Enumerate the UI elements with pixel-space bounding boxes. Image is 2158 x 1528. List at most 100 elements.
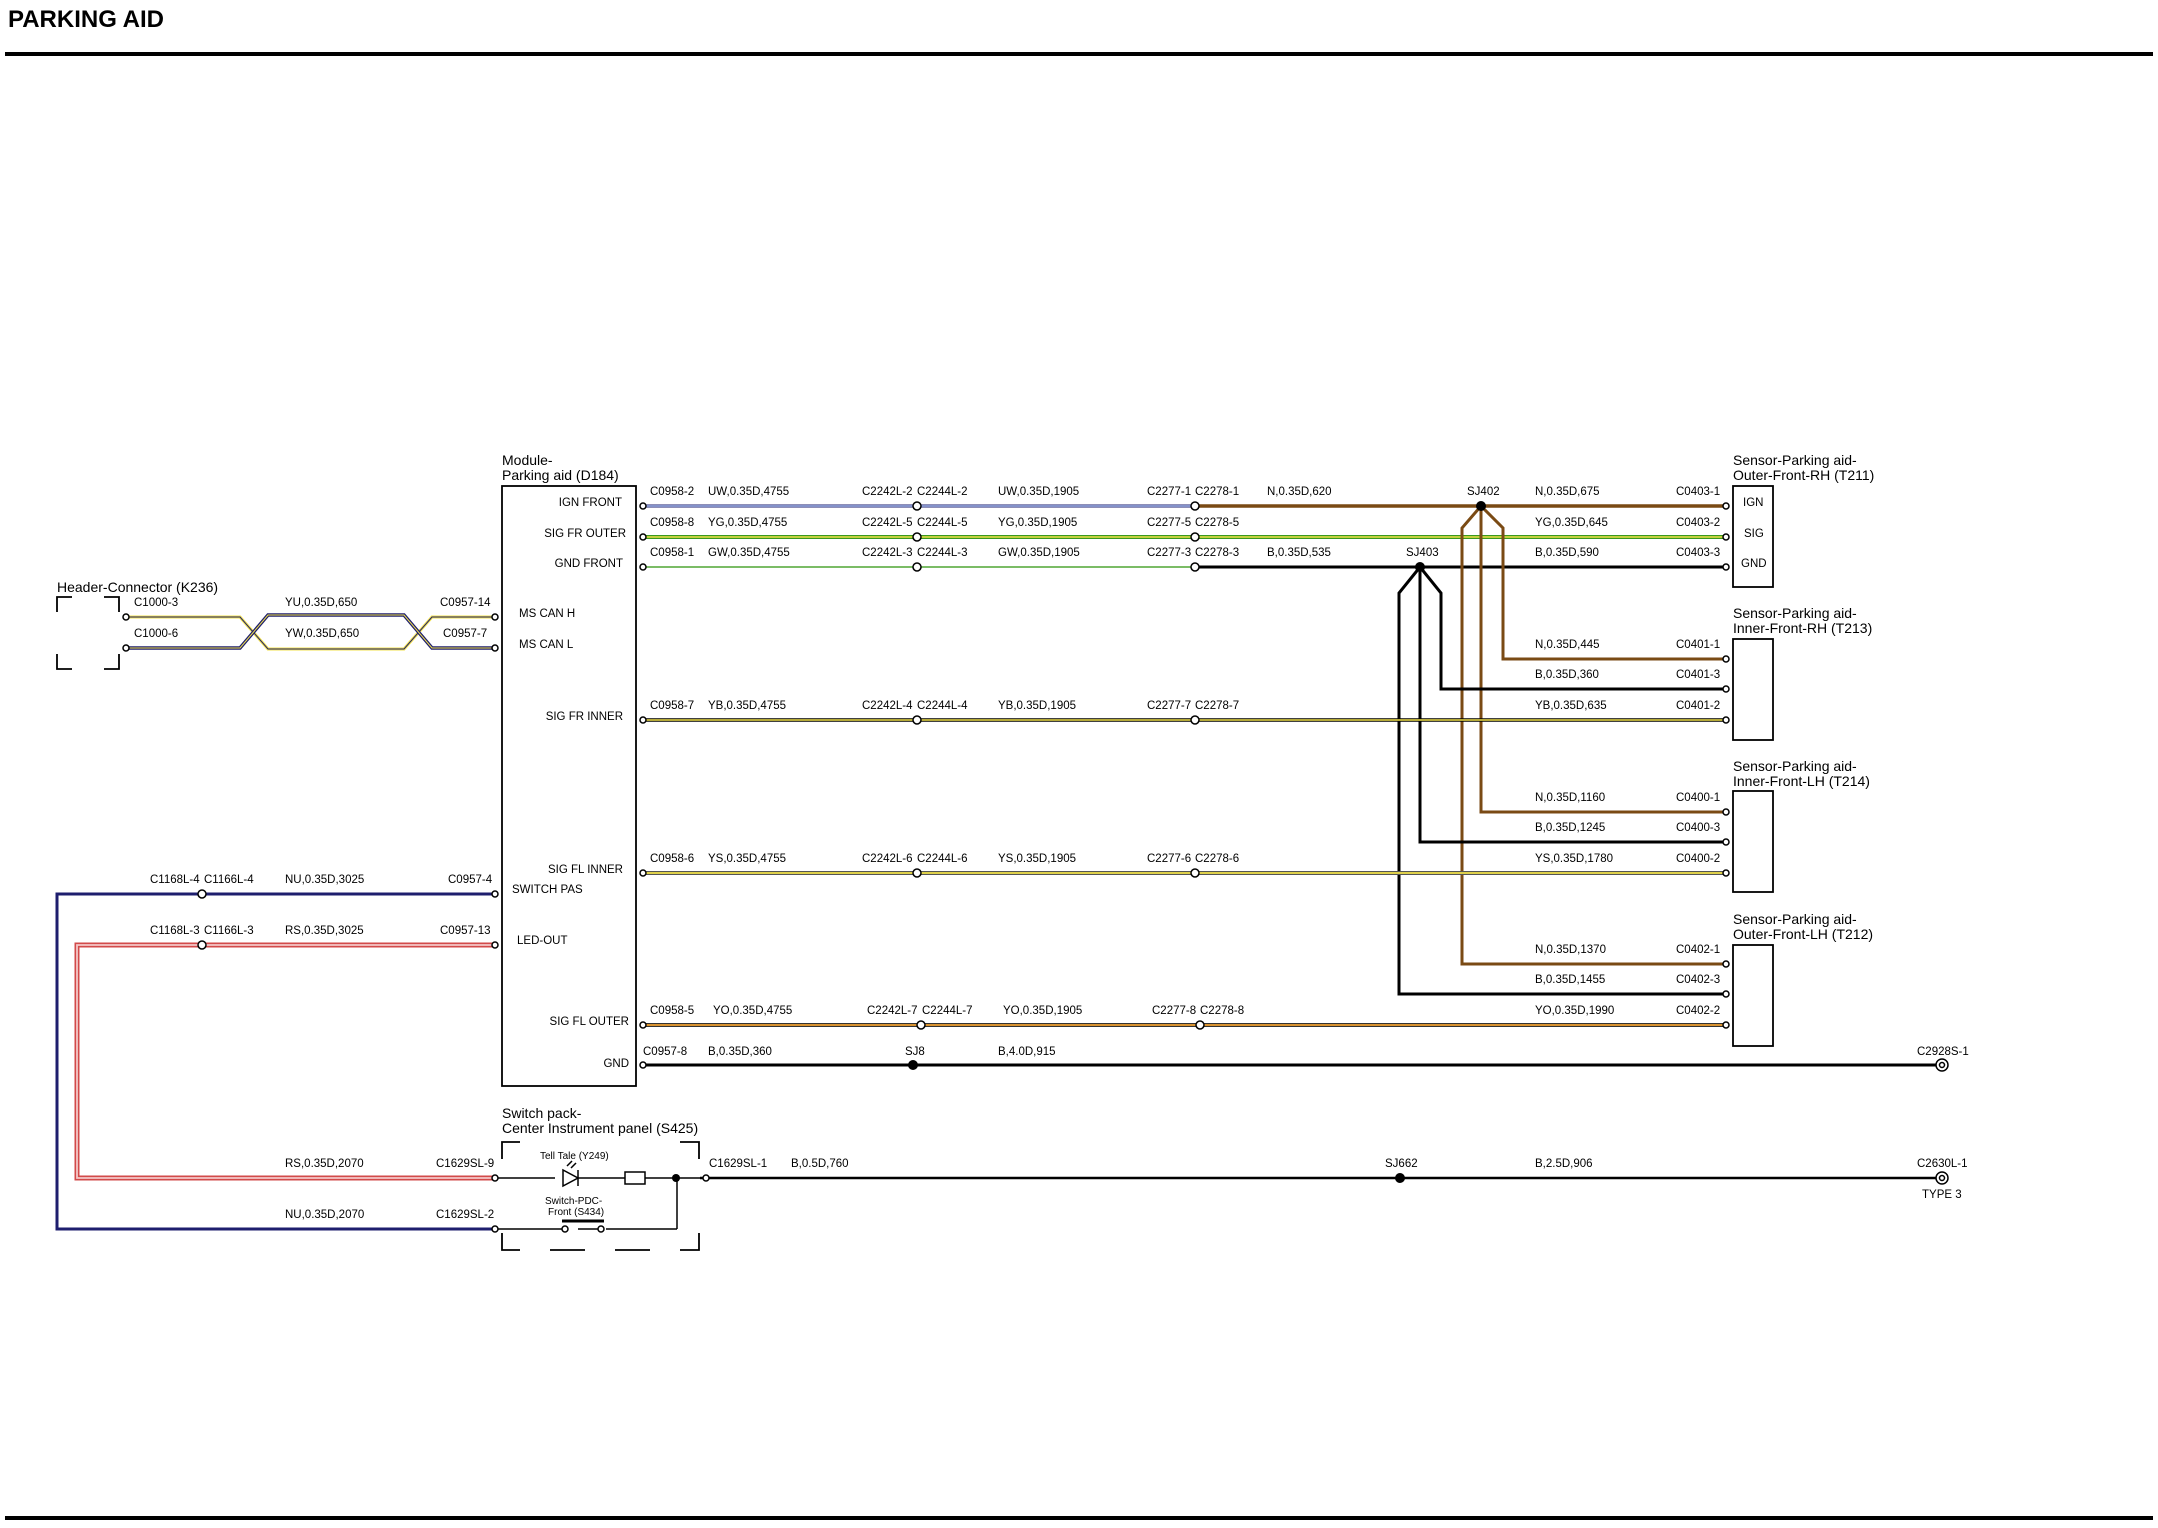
- sensor-t211-title-2: Outer-Front-RH (T211): [1733, 467, 1874, 483]
- switch-pdc-label-1: Switch-PDC-: [545, 1196, 602, 1207]
- svg-text:C0403-3: C0403-3: [1676, 547, 1720, 559]
- svg-text:N,0.35D,1160: N,0.35D,1160: [1535, 792, 1605, 804]
- svg-text:C0958-7: C0958-7: [650, 700, 694, 712]
- svg-text:SIG FR OUTER: SIG FR OUTER: [544, 528, 626, 540]
- svg-text:C1166L-3: C1166L-3: [204, 925, 254, 937]
- svg-text:YS,0.35D,1905: YS,0.35D,1905: [998, 853, 1076, 865]
- sensor-t213-title-2: Inner-Front-RH (T213): [1733, 620, 1872, 636]
- svg-text:C0958-2: C0958-2: [650, 486, 694, 498]
- svg-text:GW,0.35D,1905: GW,0.35D,1905: [998, 547, 1080, 559]
- svg-text:SIG FR INNER: SIG FR INNER: [546, 711, 623, 723]
- sensor-t211-pin-ign: IGN: [1743, 497, 1763, 509]
- svg-text:C0957-13: C0957-13: [440, 925, 491, 937]
- svg-text:RS,0.35D,2070: RS,0.35D,2070: [285, 1158, 364, 1170]
- page-title: PARKING AID: [8, 6, 164, 33]
- sensor-t212-title-2: Outer-Front-LH (T212): [1733, 926, 1873, 942]
- sensor-t211-title-1: Sensor-Parking aid-: [1733, 452, 1857, 468]
- svg-text:C0958-8: C0958-8: [650, 517, 694, 529]
- svg-text:C2277-6: C2277-6: [1147, 853, 1191, 865]
- svg-text:B,2.5D,906: B,2.5D,906: [1535, 1158, 1593, 1170]
- svg-text:N,0.35D,445: N,0.35D,445: [1535, 639, 1600, 651]
- switch-pdc-label-2: Front (S434): [548, 1207, 604, 1218]
- svg-text:YW,0.35D,650: YW,0.35D,650: [285, 628, 359, 640]
- svg-text:C2244L-6: C2244L-6: [917, 853, 968, 865]
- svg-text:YG,0.35D,1905: YG,0.35D,1905: [998, 517, 1077, 529]
- svg-text:C0402-3: C0402-3: [1676, 974, 1720, 986]
- svg-text:B,0.35D,360: B,0.35D,360: [708, 1046, 772, 1058]
- svg-text:C2242L-7: C2242L-7: [867, 1005, 918, 1017]
- svg-text:TYPE 3: TYPE 3: [1922, 1189, 1962, 1201]
- svg-text:NU,0.35D,2070: NU,0.35D,2070: [285, 1209, 364, 1221]
- svg-text:C2242L-3: C2242L-3: [862, 547, 913, 559]
- telltale-led-icon: [562, 1160, 580, 1188]
- svg-text:YB,0.35D,1905: YB,0.35D,1905: [998, 700, 1076, 712]
- svg-text:YG,0.35D,4755: YG,0.35D,4755: [708, 517, 787, 529]
- header-connector-title: Header-Connector (K236): [57, 579, 218, 595]
- wire-labels: UW,0.35D,4755 UW,0.35D,1905 N,0.35D,620 …: [285, 486, 1614, 1221]
- svg-text:LED-OUT: LED-OUT: [517, 935, 567, 947]
- sensor-t211-pin-gnd: GND: [1741, 558, 1767, 570]
- svg-text:YS,0.35D,4755: YS,0.35D,4755: [708, 853, 786, 865]
- svg-text:C1629SL-9: C1629SL-9: [436, 1158, 494, 1170]
- svg-text:NU,0.35D,3025: NU,0.35D,3025: [285, 874, 364, 886]
- svg-text:B,0.35D,360: B,0.35D,360: [1535, 669, 1599, 681]
- switch-pdc-icon: [561, 1219, 605, 1233]
- svg-text:C0403-1: C0403-1: [1676, 486, 1720, 498]
- telltale-label: Tell Tale (Y249): [540, 1151, 609, 1162]
- svg-text:C1168L-4: C1168L-4: [150, 874, 200, 886]
- svg-text:C2244L-4: C2244L-4: [917, 700, 968, 712]
- module-pin-labels-left: MS CAN H MS CAN L SWITCH PAS LED-OUT: [512, 608, 583, 947]
- svg-text:YO,0.35D,1905: YO,0.35D,1905: [1003, 1005, 1082, 1017]
- svg-text:C0400-2: C0400-2: [1676, 853, 1720, 865]
- wire-led-out: [74, 942, 497, 1181]
- svg-text:C0957-8: C0957-8: [643, 1046, 687, 1058]
- svg-text:C2244L-5: C2244L-5: [917, 517, 968, 529]
- svg-text:C2278-1: C2278-1: [1195, 486, 1239, 498]
- svg-text:C2277-8: C2277-8: [1152, 1005, 1196, 1017]
- wire-switch-pas: [55, 892, 497, 1231]
- svg-text:YU,0.35D,650: YU,0.35D,650: [285, 597, 357, 609]
- svg-text:C0957-14: C0957-14: [440, 597, 491, 609]
- svg-text:B,0.35D,535: B,0.35D,535: [1267, 547, 1331, 559]
- svg-text:C0402-1: C0402-1: [1676, 944, 1720, 956]
- svg-text:C1629SL-1: C1629SL-1: [709, 1158, 767, 1170]
- svg-text:C2928S-1: C2928S-1: [1917, 1046, 1969, 1058]
- svg-text:C2244L-2: C2244L-2: [917, 486, 968, 498]
- svg-text:C0401-3: C0401-3: [1676, 669, 1720, 681]
- svg-text:C2244L-7: C2244L-7: [922, 1005, 973, 1017]
- svg-text:SJ403: SJ403: [1406, 547, 1439, 559]
- svg-text:C2242L-6: C2242L-6: [862, 853, 913, 865]
- svg-text:MS CAN H: MS CAN H: [519, 608, 575, 620]
- splice-labels: SJ402 SJ403 SJ8 SJ662: [905, 486, 1500, 1170]
- svg-text:SIG FL OUTER: SIG FL OUTER: [550, 1016, 629, 1028]
- svg-text:C2278-5: C2278-5: [1195, 517, 1239, 529]
- svg-text:SIG FL INNER: SIG FL INNER: [548, 864, 623, 876]
- svg-text:C0957-4: C0957-4: [448, 874, 493, 886]
- svg-text:C0958-5: C0958-5: [650, 1005, 694, 1017]
- svg-text:C0401-2: C0401-2: [1676, 700, 1720, 712]
- svg-text:C2242L-4: C2242L-4: [862, 700, 913, 712]
- svg-text:C2277-5: C2277-5: [1147, 517, 1191, 529]
- switch-pack-title-2: Center Instrument panel (S425): [502, 1120, 698, 1136]
- connector-symbols: [122, 501, 1949, 1233]
- svg-text:RS,0.35D,3025: RS,0.35D,3025: [285, 925, 364, 937]
- svg-text:YS,0.35D,1780: YS,0.35D,1780: [1535, 853, 1613, 865]
- wire-sj403-branches: [1397, 566, 1728, 996]
- svg-text:SWITCH PAS: SWITCH PAS: [512, 884, 583, 896]
- svg-text:C2242L-2: C2242L-2: [862, 486, 913, 498]
- svg-text:C0400-1: C0400-1: [1676, 792, 1720, 804]
- svg-text:N,0.35D,1370: N,0.35D,1370: [1535, 944, 1606, 956]
- svg-text:C1000-3: C1000-3: [134, 597, 178, 609]
- switch-pack-internal: [497, 1171, 700, 1230]
- wire-ms-can: [128, 613, 497, 651]
- svg-text:C2278-8: C2278-8: [1200, 1005, 1244, 1017]
- svg-text:C1000-6: C1000-6: [134, 628, 178, 640]
- svg-text:C0402-2: C0402-2: [1676, 1005, 1720, 1017]
- svg-text:C1168L-3: C1168L-3: [150, 925, 200, 937]
- svg-text:C0401-1: C0401-1: [1676, 639, 1720, 651]
- sensor-t211-pin-sig: SIG: [1744, 528, 1764, 540]
- module-title-2: Parking aid (D184): [502, 467, 619, 483]
- svg-text:C2278-7: C2278-7: [1195, 700, 1239, 712]
- module-pin-labels: IGN FRONT SIG FR OUTER GND FRONT SIG FR …: [544, 497, 629, 1070]
